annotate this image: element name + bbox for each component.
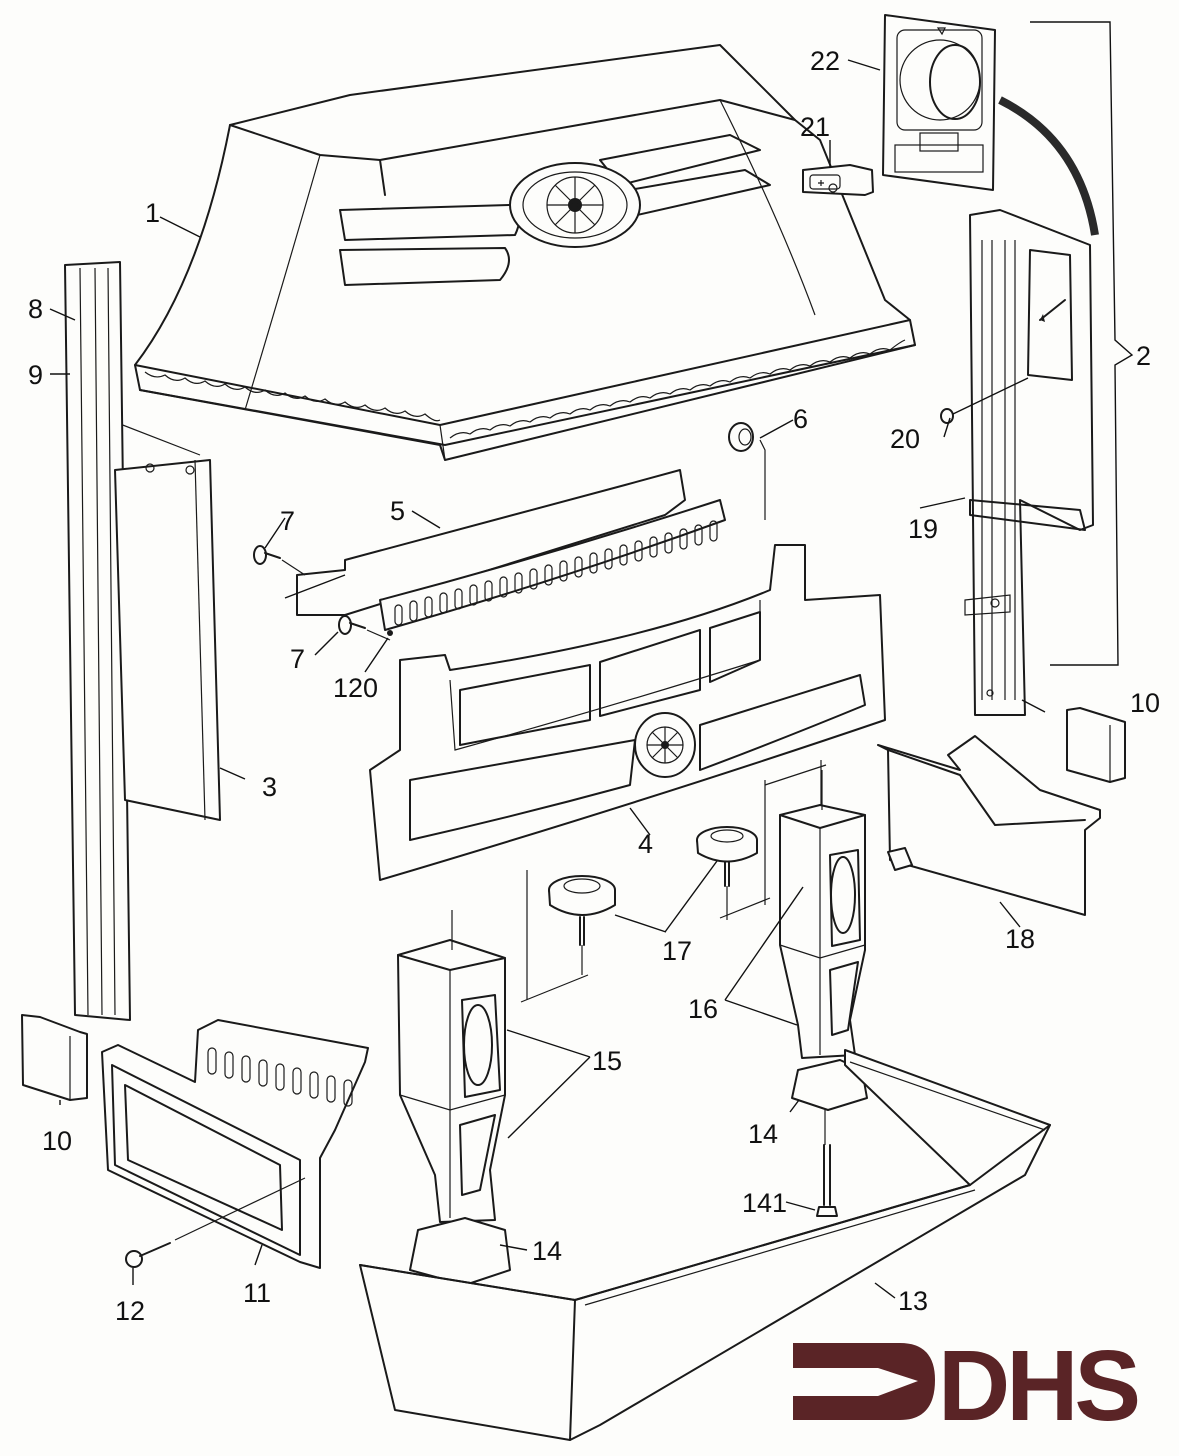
- part-screw-upper: [253, 545, 306, 576]
- label-part-7b: 7: [290, 644, 305, 674]
- rosette-flower-icon: [546, 176, 604, 234]
- alignment-line: [764, 760, 827, 810]
- label-part-9: 9: [28, 360, 43, 390]
- part-control-knob-left: [548, 875, 616, 975]
- label-part-15: 15: [592, 1046, 622, 1076]
- part-rocker-switch: [802, 164, 874, 196]
- part-foot-bolt: [816, 1110, 838, 1217]
- arrow-right-icon: [793, 1343, 935, 1420]
- part-leg-left: [397, 910, 511, 1286]
- part-grommet: [728, 422, 766, 520]
- label-part-22: 22: [810, 46, 840, 76]
- part-base-plinth: [359, 1049, 1051, 1441]
- group-bracket-2: [1030, 21, 1134, 666]
- leader-lines: [49, 59, 1046, 1299]
- part-front-fret: [369, 544, 886, 881]
- label-part-14-right: 14: [748, 1119, 778, 1149]
- part-leg-right: [779, 770, 868, 1111]
- label-part-4: 4: [638, 829, 653, 859]
- label-part-11: 11: [243, 1278, 271, 1308]
- label-part-21: 21: [800, 112, 830, 142]
- part-clip-right: [1066, 707, 1126, 783]
- part-screw-lower: [338, 615, 391, 641]
- part-hood-canopy: [134, 44, 916, 461]
- label-part-18: 18: [1005, 924, 1035, 954]
- label-part-120: 120: [333, 673, 378, 703]
- part-labels: 1 2 3 4 5 6 7 7 8 9 10 10 11 12 13 14 14…: [28, 46, 1160, 1326]
- label-part-14-left: 14: [532, 1236, 562, 1266]
- label-part-17: 17: [662, 936, 692, 966]
- part-side-tray-right: [877, 735, 1101, 916]
- part-control-bracket: [964, 209, 1094, 716]
- label-part-8: 8: [28, 294, 43, 324]
- label-part-6: 6: [793, 404, 808, 434]
- part-clip-left: [21, 1014, 88, 1101]
- label-part-5: 5: [390, 496, 405, 526]
- label-part-7a: 7: [280, 506, 295, 536]
- label-part-141: 141: [742, 1188, 787, 1218]
- label-part-16: 16: [688, 994, 718, 1024]
- label-part-20: 20: [890, 424, 920, 454]
- part-screw-12: [125, 1177, 306, 1268]
- alignment-line: [520, 870, 589, 1003]
- alignment-line: [719, 780, 771, 919]
- part-control-knob-right: [696, 826, 758, 920]
- label-part-2: 2: [1136, 341, 1151, 371]
- label-part-13: 13: [898, 1286, 928, 1316]
- logo-text: DHS: [938, 1330, 1137, 1442]
- rosette-flower-icon: [646, 726, 684, 764]
- label-part-10-right: 10: [1130, 688, 1160, 718]
- assembly-arrow: [998, 96, 1099, 236]
- label-part-1: 1: [145, 198, 160, 228]
- label-part-3: 3: [262, 772, 277, 802]
- brand-logo: DHS: [793, 1330, 1141, 1442]
- label-part-12: 12: [115, 1296, 145, 1326]
- part-control-panel-plate: [882, 14, 996, 191]
- label-part-10-left: 10: [42, 1126, 72, 1156]
- part-vent-grille: [296, 469, 726, 631]
- label-part-19: 19: [908, 514, 938, 544]
- part-side-panel-left: [64, 261, 221, 1021]
- fixing-hole-120: [387, 630, 393, 636]
- part-side-tray-left: [101, 1019, 369, 1269]
- part-star-washer: [940, 377, 1029, 424]
